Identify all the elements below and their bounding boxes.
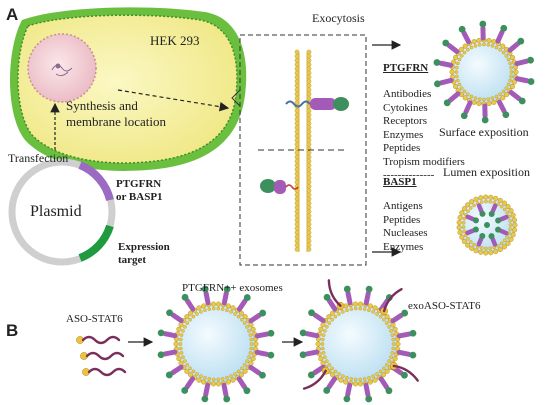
zoom-basp1-protein <box>260 179 299 194</box>
ptgfrn-title: PTGFRN <box>383 62 429 74</box>
exoaso-stat6-label: exoASO-STAT6 <box>408 300 481 312</box>
exosome-ptgfrn-plus <box>157 285 275 403</box>
expression-target-label: Expression target <box>118 241 170 266</box>
ptgfrn-cargo-list: Antibodies Cytokines Receptors Enzymes P… <box>383 88 465 183</box>
list-item: Cytokines <box>383 101 428 114</box>
list-item: Receptors <box>383 115 427 127</box>
zoom-ptgfrn-protein <box>285 97 349 111</box>
zoom-bracket <box>231 89 241 107</box>
aso-stat6-molecules <box>76 335 127 377</box>
plasmid-target-segment <box>78 224 114 262</box>
panel-a-label: A <box>6 5 19 24</box>
zoom-membrane <box>294 49 312 252</box>
surface-exposition-label: Surface exposition <box>439 125 529 139</box>
list-item: Peptides <box>383 213 421 226</box>
lumen-exposition-label: Lumen exposition <box>443 165 530 179</box>
panel-b-label: B <box>6 321 19 340</box>
exocytosis-label: Exocytosis <box>312 11 365 25</box>
synthesis-arrow <box>117 89 230 112</box>
exosome-exoaso-stat6 <box>299 279 419 403</box>
hek293-cell <box>9 7 247 171</box>
plasmid-label: Plasmid <box>30 203 82 220</box>
list-item: Enzymes <box>383 240 424 253</box>
transfection-label: Transfection <box>8 151 69 165</box>
plasmid <box>8 158 116 266</box>
ptgfrn-exosomes-label: PTGFRN++ exosomes <box>182 282 283 294</box>
list-item: Peptides <box>383 142 421 154</box>
aso-stat6-label: ASO-STAT6 <box>66 313 123 325</box>
cell-line-label: HEK 293 <box>150 33 200 48</box>
exosome-surface-exposition <box>433 20 535 124</box>
basp1-cargo-list: Antigens Peptides Nucleases Enzymes <box>383 200 428 254</box>
chromatin <box>51 63 73 77</box>
plasmid-gene-label: PTGFRN or BASP1 <box>116 178 163 203</box>
list-item: Tropism modifiers <box>383 155 465 168</box>
plasmid-gene-segment <box>78 161 114 202</box>
exosome-lumen-exposition <box>456 194 518 256</box>
list-item: Nucleases <box>383 227 428 239</box>
list-item: Enzymes <box>383 128 424 141</box>
list-item: Antibodies <box>383 88 432 100</box>
synthesis-label: Synthesis and membrane location <box>66 98 166 129</box>
separator: -------------- <box>383 169 435 181</box>
zoom-box <box>239 34 367 266</box>
basp1-title: BASP1 <box>383 176 417 188</box>
list-item: Antigens <box>383 200 423 212</box>
